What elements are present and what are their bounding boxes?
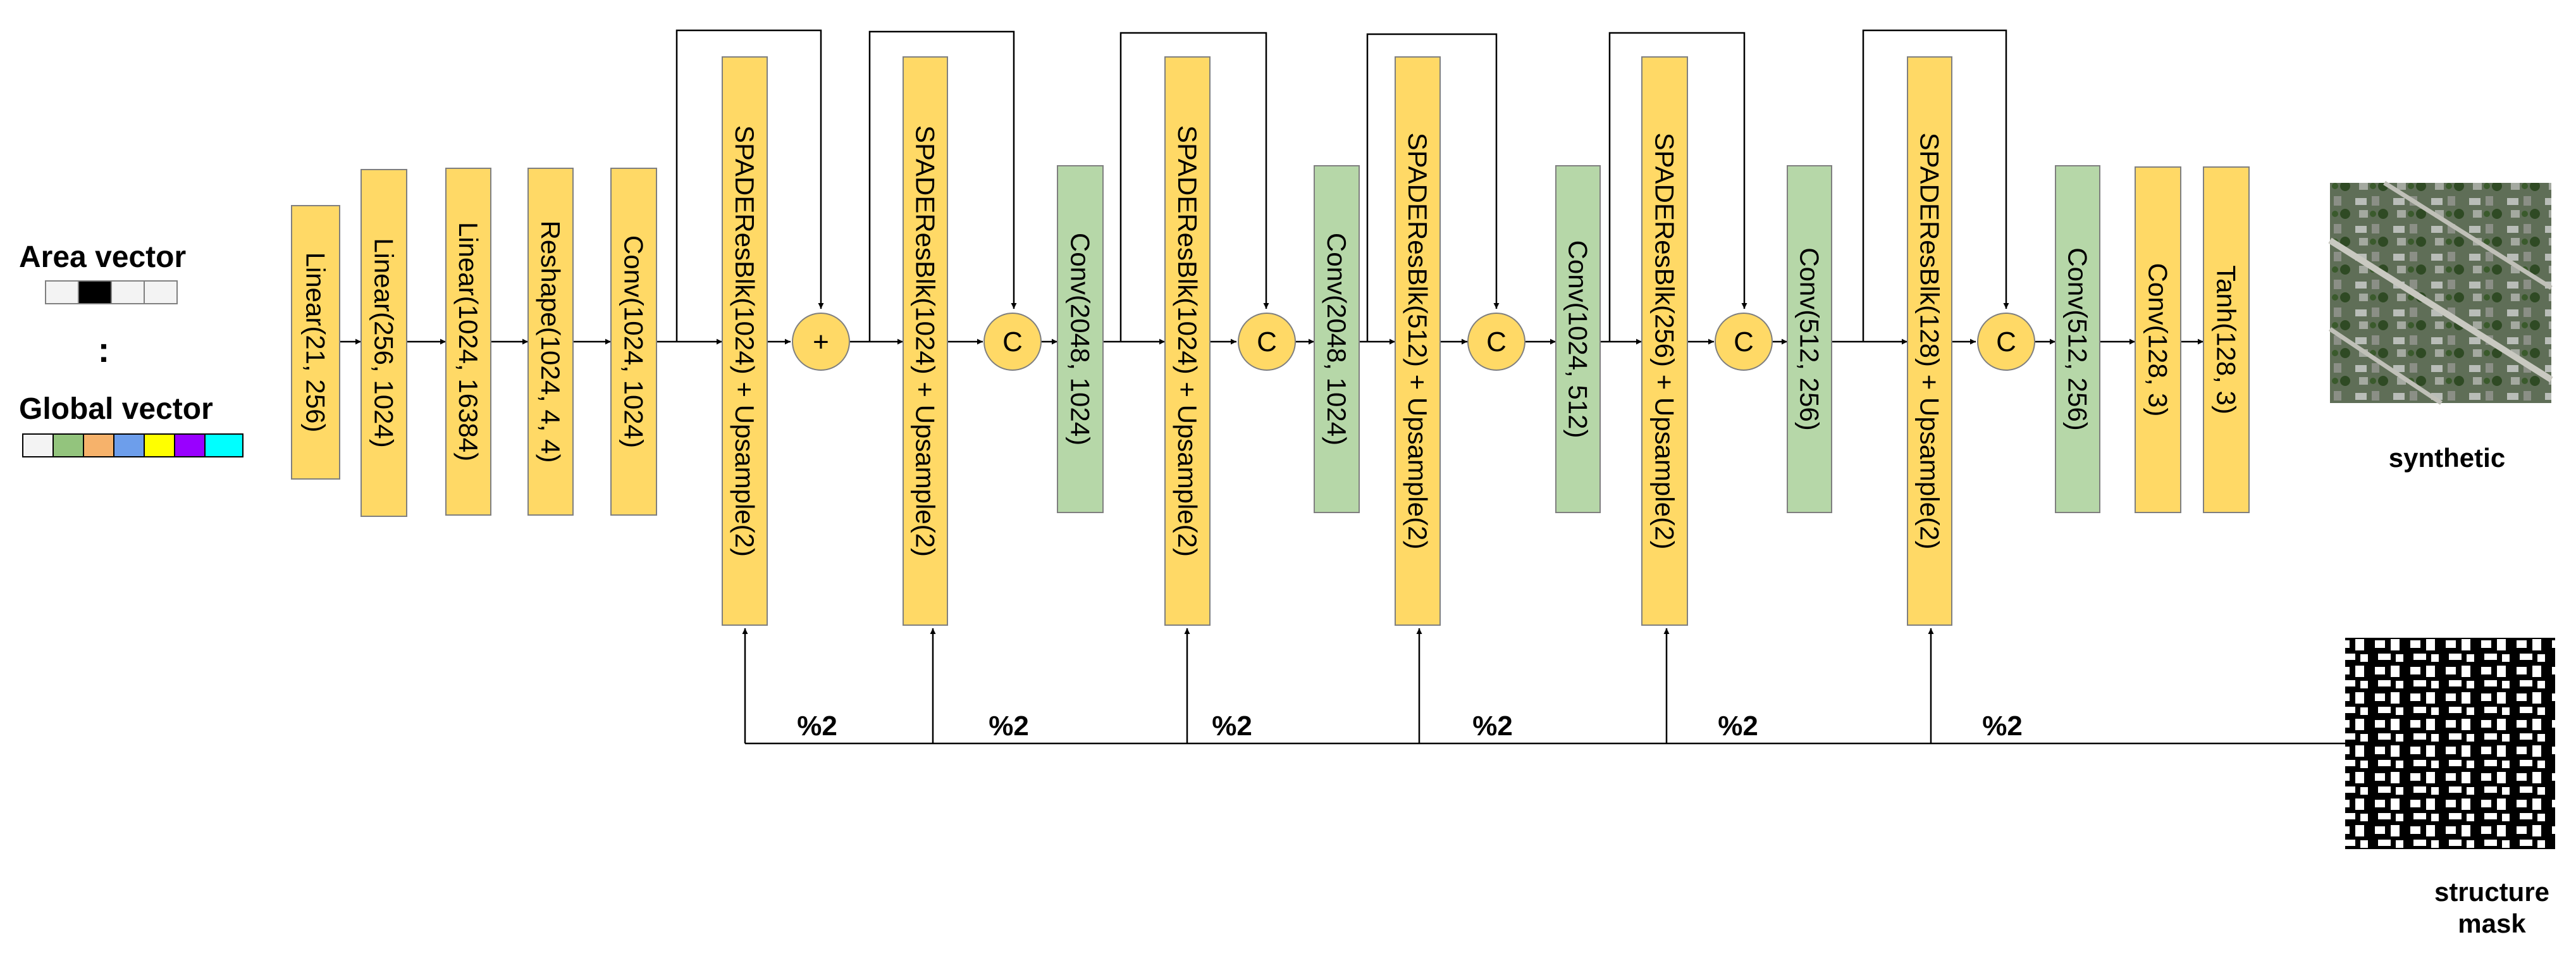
input-vectors: Area vector : Global vector [19, 240, 243, 457]
layer-block: SPADEResBlk(512) + Upsample(2) [1395, 56, 1441, 626]
area-vector-cells [45, 280, 178, 304]
downsample-label: %2 [989, 711, 1029, 742]
structure-mask-label-line2: mask [2458, 909, 2526, 938]
concat-operator: C [1238, 313, 1296, 371]
layer-block: Reshape(1024, 4, 4) [527, 168, 574, 516]
layer-block: Conv(1024, 1024) [610, 168, 657, 516]
block-label: SPADEResBlk(512) + Upsample(2) [1403, 133, 1433, 550]
block-label: Conv(1024, 1024) [619, 235, 649, 448]
area-vector-cell [45, 280, 79, 304]
downsample-label: %2 [797, 711, 837, 742]
layer-blocks: Linear(21, 256) Linear(256, 1024) Linear(1… [291, 56, 2250, 626]
layer-block: SPADEResBlk(1024) + Upsample(2) [1164, 56, 1211, 626]
block-label: SPADEResBlk(1024) + Upsample(2) [1173, 125, 1202, 557]
conv-block: Conv(512, 256) [2055, 165, 2100, 513]
block-label: Reshape(1024, 4, 4) [536, 221, 565, 463]
block-label: Conv(512, 256) [1795, 247, 1825, 431]
conv-block: Conv(1024, 512) [1555, 165, 1601, 513]
add-operator: + [792, 313, 850, 371]
global-vector-cells [22, 433, 243, 457]
global-vector-cell [113, 433, 145, 457]
concat-operator-label: C [1486, 326, 1507, 357]
block-label: SPADEResBlk(256) + Upsample(2) [1650, 133, 1680, 550]
block-label: Linear(21, 256) [301, 252, 331, 433]
concat-operator: C [983, 313, 1042, 371]
skip-connections [675, 29, 2009, 342]
layer-block: SPADEResBlk(1024) + Upsample(2) [722, 56, 768, 626]
global-vector-cell [83, 433, 114, 457]
global-vector-cell [204, 433, 243, 457]
block-label: Linear(256, 1024) [369, 238, 399, 448]
conv-block: Conv(2048, 1024) [1314, 165, 1360, 513]
block-label: SPADEResBlk(1024) + Upsample(2) [730, 125, 760, 557]
vector-separator: : [98, 330, 110, 370]
block-label: Conv(128, 3) [2143, 263, 2173, 417]
layer-block: SPADEResBlk(1024) + Upsample(2) [903, 56, 948, 626]
area-vector-label: Area vector [19, 240, 186, 274]
concat-operator: C [1467, 313, 1525, 371]
synthetic-image [2328, 181, 2553, 405]
layer-block: Tanh(128, 3) [2203, 166, 2250, 513]
area-vector-cell [144, 280, 178, 304]
conv-block: Conv(512, 256) [1787, 165, 1832, 513]
layer-block: Linear(256, 1024) [361, 169, 407, 517]
block-label: Conv(2048, 1024) [1066, 233, 1095, 445]
concat-operator-label: C [1996, 326, 2016, 357]
layer-block: SPADEResBlk(256) + Upsample(2) [1641, 56, 1688, 626]
block-label: Linear(1024, 16384) [453, 222, 483, 461]
structure-mask-image [2345, 638, 2555, 849]
area-vector-cell [78, 280, 112, 304]
layer-block: Linear(1024, 16384) [445, 168, 491, 516]
block-label: Conv(512, 256) [2063, 247, 2093, 431]
global-vector-cell [174, 433, 206, 457]
concat-operator-label: C [1257, 326, 1277, 357]
area-vector-cell [111, 280, 145, 304]
layer-block: SPADEResBlk(128) + Upsample(2) [1907, 56, 1952, 626]
downsample-label: %2 [1718, 711, 1758, 742]
operators: + C C C C C [792, 313, 2035, 371]
synthetic-label: synthetic [2389, 443, 2505, 473]
global-vector-cell [22, 433, 54, 457]
block-label: SPADEResBlk(128) + Upsample(2) [1915, 133, 1945, 550]
downsample-label: %2 [1472, 711, 1513, 742]
concat-operator-label: C [1734, 326, 1754, 357]
block-label: SPADEResBlk(1024) + Upsample(2) [911, 125, 940, 557]
layer-block: Linear(21, 256) [291, 205, 340, 480]
concat-operator: C [1977, 313, 2035, 371]
block-label: Tanh(128, 3) [2212, 265, 2241, 414]
global-vector-cell [144, 433, 175, 457]
conv-block: Conv(2048, 1024) [1057, 165, 1104, 513]
global-vector-label: Global vector [19, 392, 213, 426]
block-label: Conv(2048, 1024) [1322, 233, 1352, 445]
downsample-label: %2 [1982, 711, 2023, 742]
concat-operator: C [1715, 313, 1773, 371]
mask-downsample-labels: %2 %2 %2 %2 %2 %2 [797, 711, 2023, 742]
structure-mask-label-line1: structure [2434, 877, 2549, 907]
layer-block: Conv(128, 3) [2135, 166, 2181, 513]
block-label: Conv(1024, 512) [1563, 240, 1593, 438]
downsample-label: %2 [1212, 711, 1252, 742]
mask-feed-wires [742, 628, 2345, 745]
global-vector-cell [52, 433, 84, 457]
concat-operator-label: C [1002, 326, 1023, 357]
add-operator-label: + [813, 326, 829, 357]
